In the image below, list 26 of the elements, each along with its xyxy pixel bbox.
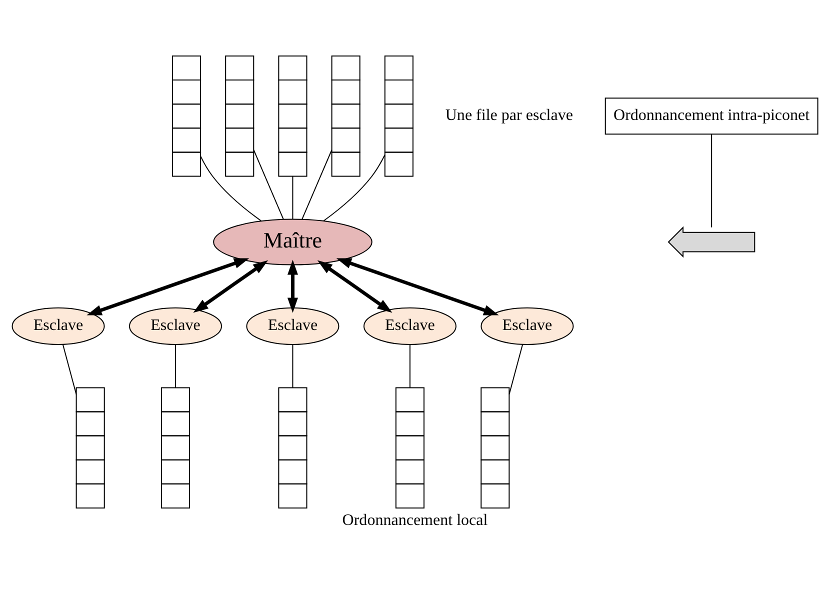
connector [322,154,386,222]
node-ellipse: Esclave [12,307,105,345]
connector [292,344,294,388]
label: Une file par esclave [445,106,573,124]
node-ellipse: Esclave [480,307,574,345]
connector [253,150,284,220]
arrow [287,260,298,313]
arrow [336,258,499,316]
node-ellipse: Esclave [246,307,340,345]
node-box: Ordonnancement intra-piconet [604,98,818,135]
node-arrow [668,226,756,258]
connector [409,344,410,388]
arrow [86,258,250,316]
connector [508,344,524,395]
connector [302,150,332,220]
connector [175,344,176,388]
connector [711,134,712,228]
connector [62,344,77,395]
node-ellipse: Maître [213,218,372,266]
caption: Ordonnancement local [342,512,488,529]
node-ellipse: Esclave [363,307,456,345]
node-ellipse: Esclave [128,307,222,345]
arrow [317,260,392,313]
arrow [193,260,268,313]
connector [200,156,262,222]
connector [292,176,294,220]
